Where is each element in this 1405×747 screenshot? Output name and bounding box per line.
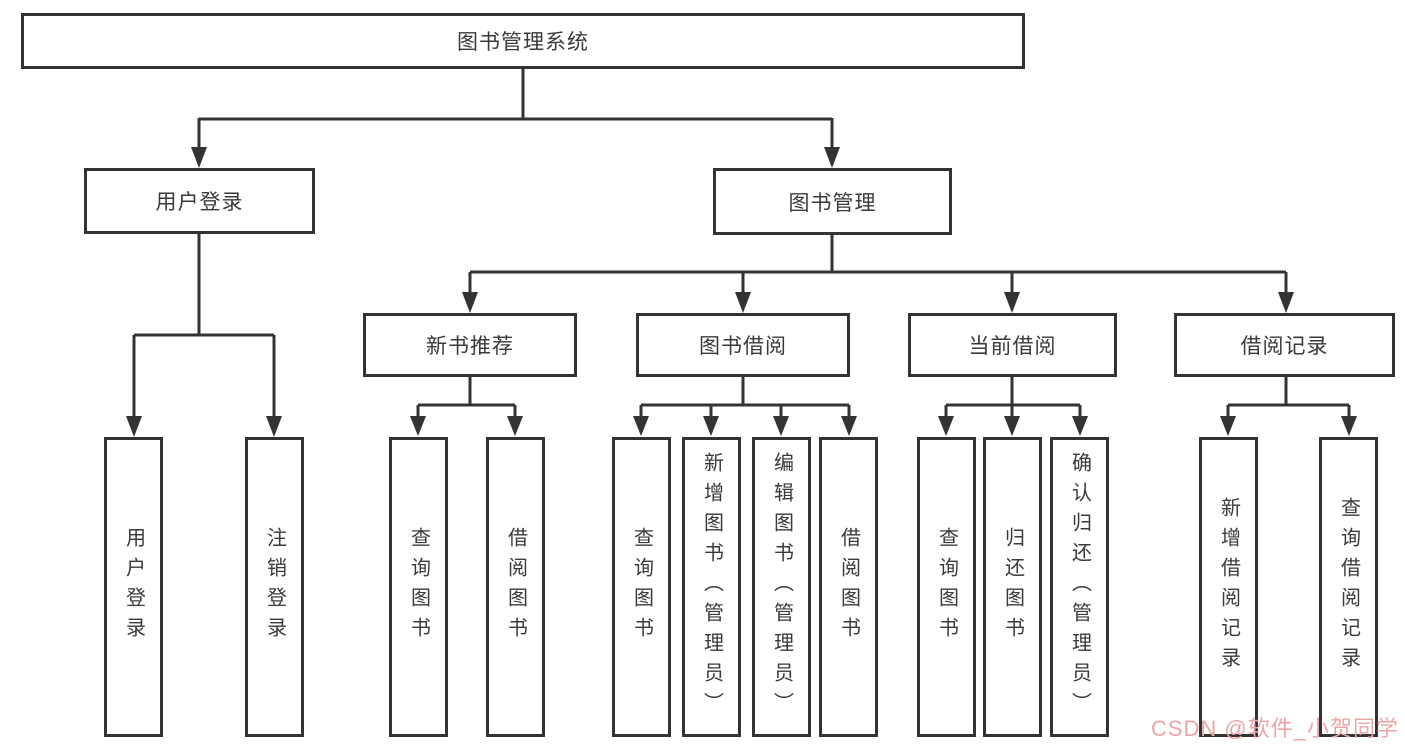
node-ul-user-login-label: 用户登录 xyxy=(122,527,145,647)
node-cb-confirm-return: 确认归还（管理员） xyxy=(1050,437,1109,737)
node-bb-edit-book: 编辑图书（管理员） xyxy=(752,437,811,737)
node-cb-confirm-return-label: 确认归还（管理员） xyxy=(1068,452,1091,722)
node-bb-edit-book-label: 编辑图书（管理员） xyxy=(770,452,793,722)
csdn-watermark: CSDN @软件_小贺同学 xyxy=(1150,716,1399,741)
node-book-borrow: 图书借阅 xyxy=(636,313,850,377)
node-nbr-borrow-book: 借阅图书 xyxy=(486,437,545,737)
node-root-label: 图书管理系统 xyxy=(457,31,589,54)
node-bb-add-book-label: 新增图书（管理员） xyxy=(700,452,723,722)
node-borrow-records: 借阅记录 xyxy=(1174,313,1395,377)
node-br-add-record-label: 新增借阅记录 xyxy=(1217,497,1240,677)
node-book-mgmt-label: 图书管理 xyxy=(788,191,877,215)
node-book-mgmt: 图书管理 xyxy=(713,168,952,235)
node-br-query-record-label: 查询借阅记录 xyxy=(1337,497,1360,677)
node-nbr-query-book-label: 查询图书 xyxy=(407,527,430,647)
connector-user-login-to-children xyxy=(126,233,282,437)
node-bb-borrow-book-label: 借阅图书 xyxy=(837,527,860,647)
node-borrow-records-label: 借阅记录 xyxy=(1240,335,1329,358)
node-cb-query-book: 查询图书 xyxy=(917,437,976,737)
node-user-login-label: 用户登录 xyxy=(155,191,244,214)
node-br-query-record: 查询借阅记录 xyxy=(1319,437,1378,737)
connector-root-to-level1 xyxy=(191,69,840,168)
connector-book-mgmt-to-level2 xyxy=(462,235,1294,313)
connector-current-borrow-to-children xyxy=(938,377,1088,436)
node-root: 图书管理系统 xyxy=(21,13,1025,69)
node-bb-query-book-label: 查询图书 xyxy=(630,527,653,647)
node-current-borrow-label: 当前借阅 xyxy=(968,335,1057,358)
node-cb-query-book-label: 查询图书 xyxy=(935,527,958,647)
node-bb-add-book: 新增图书（管理员） xyxy=(682,437,741,737)
node-ul-logout-label: 注销登录 xyxy=(263,527,286,647)
node-new-book-rec: 新书推荐 xyxy=(363,313,577,377)
node-current-borrow: 当前借阅 xyxy=(908,313,1117,377)
node-ul-user-login: 用户登录 xyxy=(104,437,163,737)
node-cb-return-book-label: 归还图书 xyxy=(1001,527,1024,647)
connector-borrow-records-to-children xyxy=(1220,377,1357,436)
node-bb-borrow-book: 借阅图书 xyxy=(819,437,878,737)
node-user-login: 用户登录 xyxy=(84,168,315,234)
node-br-add-record: 新增借阅记录 xyxy=(1199,437,1258,737)
node-bb-query-book: 查询图书 xyxy=(612,437,671,737)
node-nbr-query-book: 查询图书 xyxy=(389,437,448,737)
node-ul-logout: 注销登录 xyxy=(245,437,304,737)
node-book-borrow-label: 图书借阅 xyxy=(699,335,787,358)
node-nbr-borrow-book-label: 借阅图书 xyxy=(504,527,527,647)
node-new-book-rec-label: 新书推荐 xyxy=(426,335,514,358)
connector-new-book-rec-to-children xyxy=(410,377,523,436)
connector-book-borrow-to-children xyxy=(633,377,857,436)
node-cb-return-book: 归还图书 xyxy=(983,437,1042,737)
